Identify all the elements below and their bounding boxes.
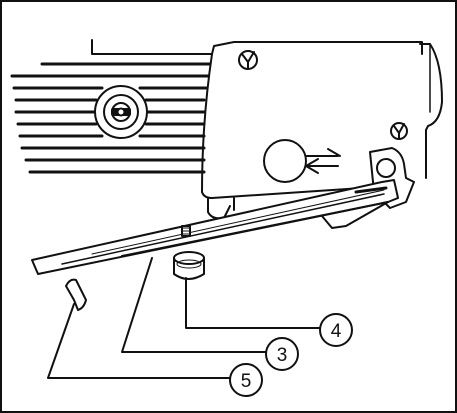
screw-icon-secondary [390, 122, 408, 140]
leader-line-5 [47, 303, 231, 379]
plate-tab [321, 201, 389, 229]
left-lever [65, 278, 87, 311]
machine-right-cap [419, 43, 443, 179]
leader-line-4 [185, 277, 321, 329]
leader-line-3 [121, 257, 267, 353]
screw-icon [238, 50, 258, 70]
body-foot [207, 197, 231, 220]
plate-screw [181, 225, 191, 237]
callout-number-3: 3 [277, 345, 288, 366]
callout-number-5: 5 [241, 371, 252, 392]
cylinder-part [173, 251, 205, 280]
cooling-fins [10, 62, 212, 174]
machine-body-outline [91, 39, 423, 55]
knob-icon [94, 85, 148, 139]
direction-arrows-icon [263, 139, 341, 183]
callout-number-4: 4 [331, 321, 342, 342]
